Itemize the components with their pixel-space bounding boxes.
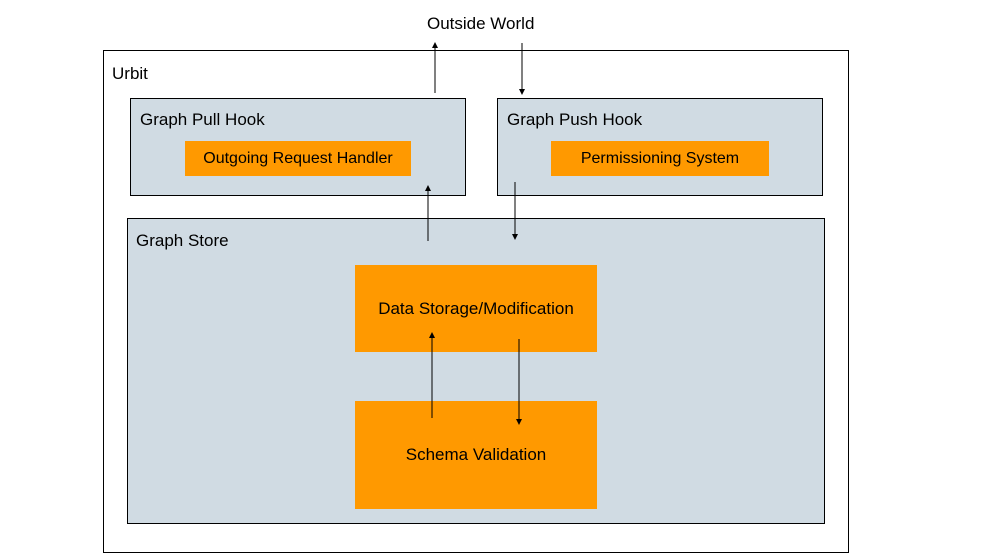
graph-store-title: Graph Store — [136, 231, 229, 250]
outgoing-request-handler-label: Outgoing Request Handler — [203, 149, 393, 167]
data-storage-label: Data Storage/Modification — [378, 298, 574, 318]
schema-validation-label: Schema Validation — [405, 445, 547, 464]
outside-world-label: Outside World — [427, 14, 535, 33]
schema-validation-box: Schema Validation — [355, 401, 597, 509]
permissioning-system-label: Permissioning System — [580, 149, 740, 167]
graph-push-hook-title: Graph Push Hook — [507, 110, 643, 129]
outgoing-request-handler-box: Outgoing Request Handler — [185, 141, 411, 176]
urbit-label: Urbit — [112, 64, 148, 83]
permissioning-system-box: Permissioning System — [551, 141, 769, 176]
graph-pull-hook-title: Graph Pull Hook — [140, 110, 265, 129]
data-storage-box: Data Storage/Modification — [355, 265, 597, 352]
